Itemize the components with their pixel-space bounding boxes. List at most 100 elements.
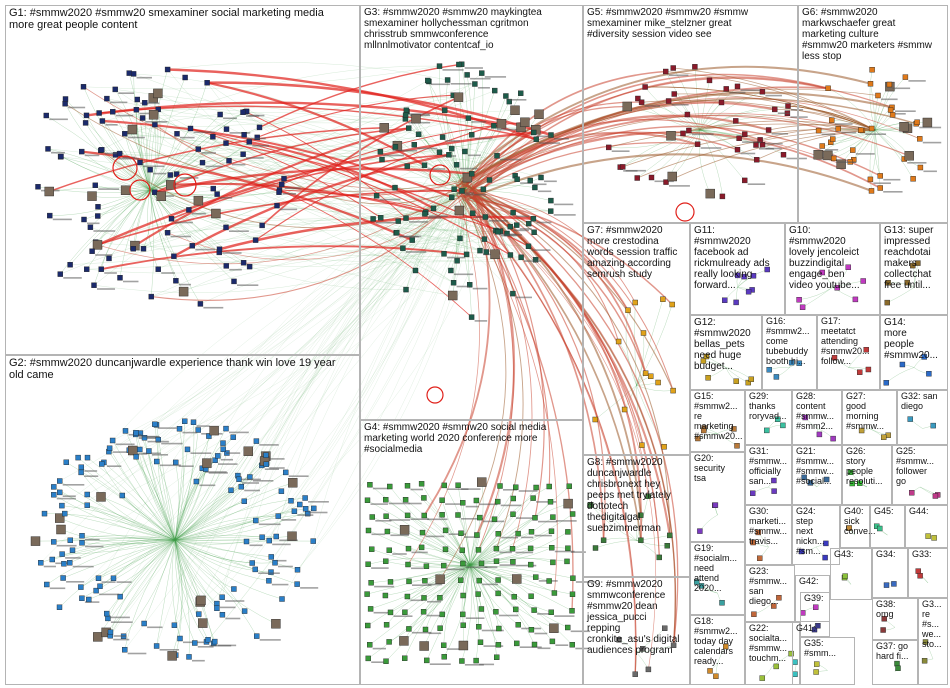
node-g9 [670, 642, 677, 648]
node-g18 [707, 668, 713, 674]
edge-within [469, 485, 501, 566]
node-caption-mark [575, 581, 596, 583]
node-caption-mark [873, 182, 891, 184]
edge-between-g6-g5 [674, 93, 876, 131]
node-g2 [49, 556, 55, 563]
node-g2 [268, 554, 274, 560]
edge-between-g2-g3 [200, 216, 455, 601]
edge-within [53, 535, 176, 543]
edge-between [473, 189, 516, 536]
node-g2 [241, 608, 248, 614]
node-g1 [44, 186, 54, 197]
node-g2 [153, 458, 160, 465]
node-caption-mark [399, 235, 422, 238]
node-g27 [881, 434, 887, 440]
edge-between [469, 186, 671, 536]
edge-between [100, 150, 464, 229]
edge-within [174, 539, 183, 656]
node-caption-mark [427, 518, 448, 521]
node-g7 [592, 416, 598, 423]
node-caption-mark [199, 484, 216, 487]
node-caption-mark [274, 559, 287, 562]
edge-within [424, 564, 471, 581]
edge-within [469, 487, 516, 566]
node-g3 [477, 247, 483, 254]
node-caption-mark [500, 504, 522, 507]
edge-within [174, 504, 300, 541]
node-g3 [491, 123, 497, 129]
group-panel-g28: G28: content #smmw... #smm2... [792, 390, 842, 445]
edge-within [83, 189, 151, 220]
node-g1 [193, 195, 204, 206]
node-g4 [437, 625, 443, 631]
edge-within [149, 189, 154, 297]
node-g4 [365, 527, 372, 534]
node-caption-mark [110, 621, 133, 623]
edge-within [367, 564, 471, 626]
node-g4 [421, 512, 427, 519]
node-g1 [99, 146, 105, 153]
edge-between-g2-g3 [269, 179, 446, 541]
node-caption-mark [205, 165, 223, 168]
edge-between-g1-g3 [158, 109, 467, 255]
node-g2 [268, 569, 274, 575]
node-g4 [419, 529, 426, 536]
edge-within [870, 83, 876, 131]
node-caption-mark [456, 285, 469, 288]
node-g3 [459, 188, 465, 194]
edge-within [469, 564, 499, 645]
edge-between-g6-g5 [688, 120, 876, 131]
edge-within [149, 69, 168, 191]
node-caption-mark [923, 170, 937, 173]
node-caption-mark [742, 141, 762, 143]
node-caption-mark [374, 585, 395, 588]
edge-between-g2-g3 [206, 216, 468, 643]
node-g2 [288, 498, 294, 504]
node-g2 [190, 419, 197, 425]
node-g5 [759, 141, 766, 148]
edge-within [421, 483, 471, 566]
node-g1 [156, 191, 167, 201]
node-g3 [430, 205, 437, 212]
node-caption-mark [191, 212, 206, 215]
edge-within [110, 539, 176, 633]
edge-within [156, 461, 176, 541]
node-g2 [95, 575, 102, 581]
edge-between-g2-g3 [124, 204, 441, 650]
node-caption-mark [269, 467, 285, 469]
node-g3 [503, 93, 509, 99]
node-g2 [294, 567, 301, 573]
edge-highlight [102, 119, 453, 199]
node-caption-mark [700, 147, 722, 149]
node-g6 [877, 185, 883, 191]
node-g1 [246, 139, 252, 145]
edge-between [407, 193, 480, 565]
edge-within [103, 462, 176, 541]
edge-within [112, 440, 176, 541]
node-g1 [148, 293, 155, 300]
node-g1 [122, 130, 128, 137]
edge-between [471, 194, 647, 374]
node-g2 [279, 596, 285, 602]
edge-within [49, 187, 151, 192]
edge-within [149, 137, 258, 191]
node-g29 [764, 427, 770, 434]
node-g5 [663, 68, 669, 75]
node-caption-mark [892, 87, 911, 90]
node-g3 [531, 129, 537, 136]
group-label: G42: [799, 576, 819, 586]
node-g2 [249, 560, 255, 566]
edge-highlight [134, 127, 409, 247]
node-g4 [528, 627, 535, 633]
node-caption-mark [208, 472, 228, 474]
node-g1 [223, 126, 230, 132]
edge-within [95, 539, 176, 591]
edge-within [122, 495, 176, 541]
node-g4 [460, 592, 466, 599]
node-g3 [404, 163, 410, 169]
node-g2 [110, 575, 117, 581]
edge-within [149, 128, 191, 191]
node-g4 [419, 641, 429, 651]
edge-between-g2-g3 [249, 205, 460, 478]
node-g1 [223, 140, 229, 146]
